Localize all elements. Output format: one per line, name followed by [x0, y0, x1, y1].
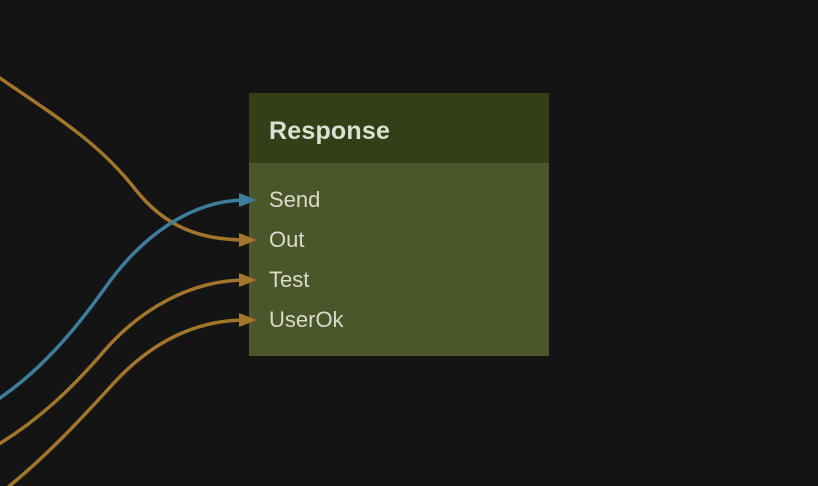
port-row-userok[interactable]: UserOk — [249, 300, 549, 340]
port-label-test: Test — [269, 267, 310, 292]
node-response[interactable]: Response Send Out Test UserOk — [249, 93, 549, 356]
node-title: Response — [269, 116, 391, 145]
connection-wire-to-send[interactable] — [0, 198, 248, 402]
port-row-out[interactable]: Out — [249, 220, 549, 260]
port-row-test[interactable]: Test — [249, 260, 549, 300]
port-row-send[interactable]: Send — [249, 180, 549, 220]
port-label-out: Out — [269, 227, 305, 252]
port-label-userok: UserOk — [269, 307, 344, 332]
connection-wire-to-userok[interactable] — [2, 318, 248, 486]
node-body: Send Out Test UserOk — [249, 163, 549, 356]
connection-wire-to-test[interactable] — [0, 278, 248, 447]
connection-wire-to-out[interactable] — [0, 74, 248, 242]
port-label-send: Send — [269, 187, 321, 212]
node-header[interactable]: Response — [249, 93, 549, 163]
